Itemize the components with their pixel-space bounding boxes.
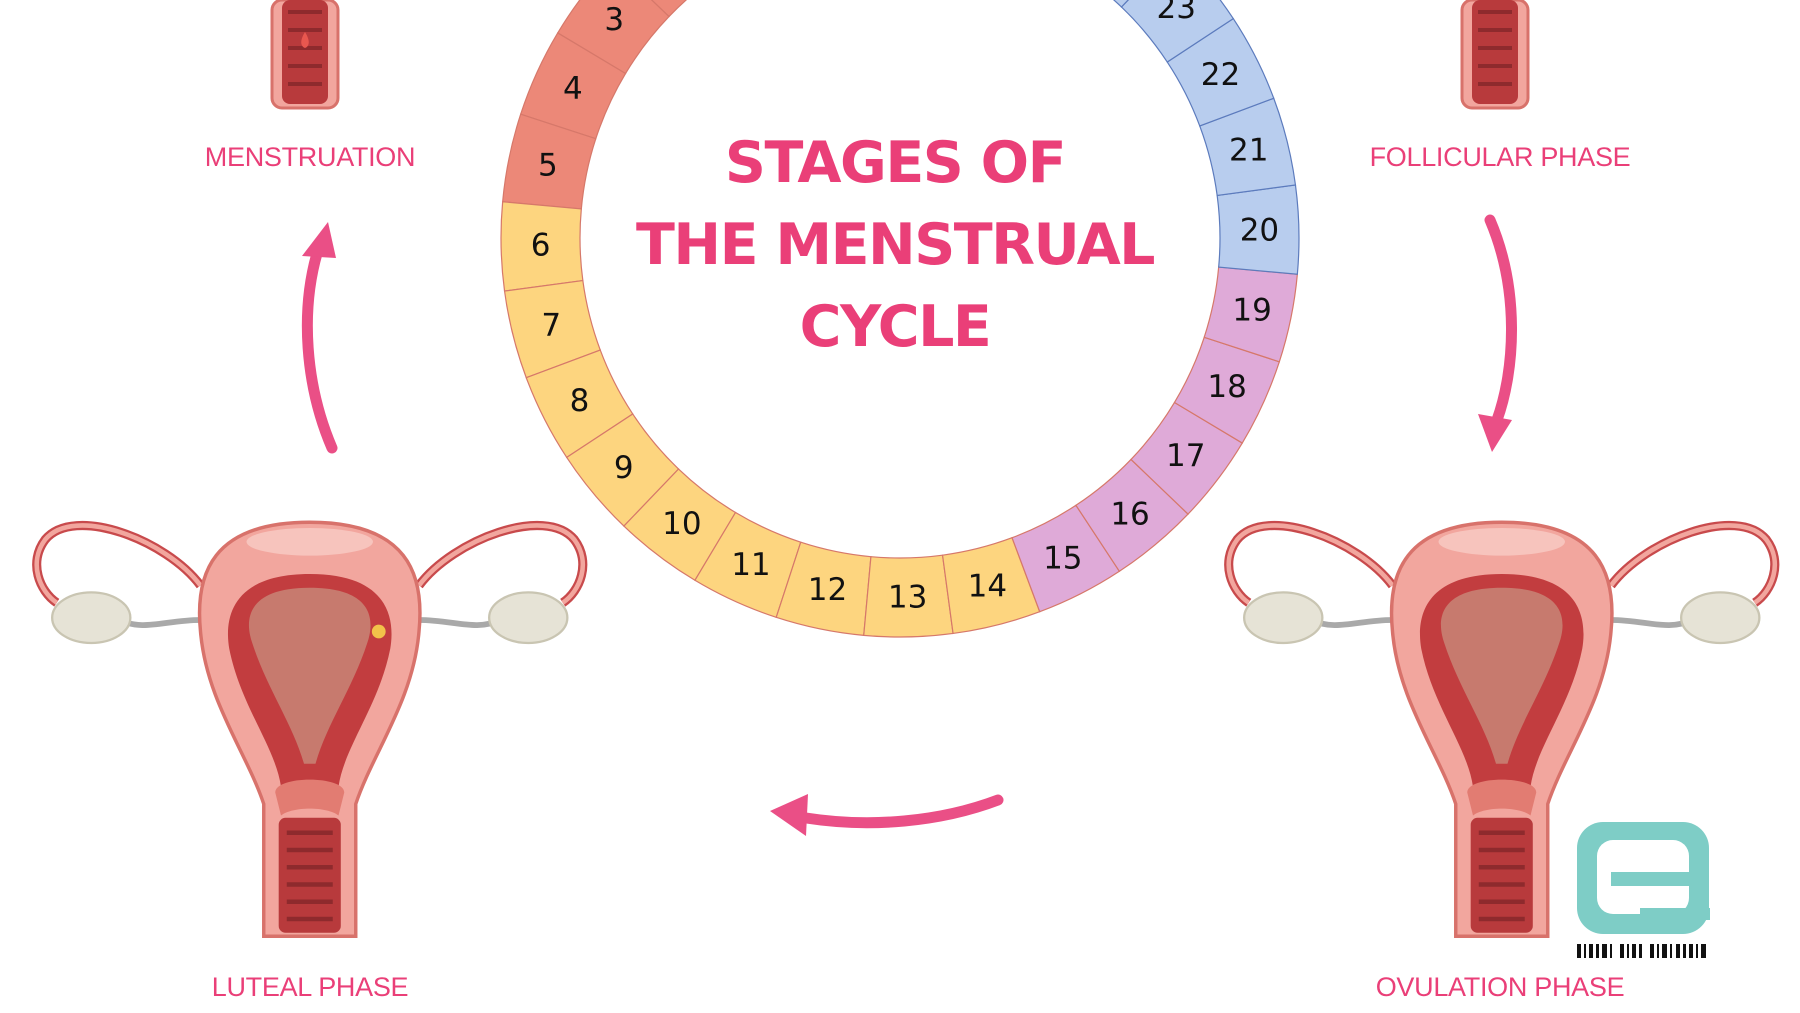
cycle-arrows xyxy=(301,214,1517,836)
arrow-luteal-to-menstruation xyxy=(301,244,338,454)
uterus-follicular-illustration xyxy=(1460,0,1530,110)
e-logo xyxy=(1577,822,1710,958)
day-label-22: 22 xyxy=(1201,57,1240,93)
arrowhead-down xyxy=(1478,414,1512,452)
label-ovulation-phase: OVULATION PHASE xyxy=(1375,972,1625,1002)
day-label-5: 5 xyxy=(538,147,558,183)
day-label-9: 9 xyxy=(614,450,634,486)
day-label-3: 3 xyxy=(604,2,624,38)
day-label-21: 21 xyxy=(1229,133,1268,169)
day-label-4: 4 xyxy=(563,71,583,107)
uterus-luteal-illustration xyxy=(37,522,583,936)
arrowhead-left xyxy=(770,794,808,836)
day-label-19: 19 xyxy=(1232,293,1271,329)
label-menstruation: MENSTRUATION xyxy=(204,142,416,172)
day-label-6: 6 xyxy=(531,228,551,264)
day-label-13: 13 xyxy=(888,579,927,615)
day-label-8: 8 xyxy=(570,383,590,419)
day-segment-24 xyxy=(1112,0,1129,8)
day-label-23: 23 xyxy=(1157,0,1196,26)
day-label-15: 15 xyxy=(1043,541,1082,577)
day-label-16: 16 xyxy=(1110,496,1149,532)
arrow-ovulation-to-luteal xyxy=(800,794,1004,829)
day-segment-2 xyxy=(650,0,688,18)
day-label-18: 18 xyxy=(1207,369,1246,405)
uterus-ovulation-illustration xyxy=(1229,522,1800,936)
title-line-1: STAGES OF xyxy=(724,130,1067,196)
day-label-11: 11 xyxy=(731,547,770,583)
title-line-2: THE MENSTRUAL xyxy=(635,212,1156,278)
day-label-14: 14 xyxy=(968,569,1007,605)
barcode-mark xyxy=(1577,944,1706,958)
label-luteal-phase: LUTEAL PHASE xyxy=(211,972,409,1002)
day-segment-23 xyxy=(1120,0,1235,63)
title-line-3: CYCLE xyxy=(799,294,992,360)
arrow-follicular-to-ovulation xyxy=(1484,214,1517,426)
day-label-17: 17 xyxy=(1166,438,1205,474)
day-label-10: 10 xyxy=(662,506,701,542)
day-label-7: 7 xyxy=(541,307,561,343)
uterus-menstruation-illustration xyxy=(270,0,340,110)
diagram-title: STAGES OF THE MENSTRUAL CYCLE xyxy=(635,122,1156,368)
day-label-12: 12 xyxy=(808,572,847,608)
cycle-day-wheel: 1234567891011121314151617181920212223242… xyxy=(500,0,1300,638)
label-follicular-phase: FOLLICULAR PHASE xyxy=(1369,142,1631,172)
day-label-20: 20 xyxy=(1240,212,1279,248)
arrowhead-up xyxy=(302,222,336,258)
